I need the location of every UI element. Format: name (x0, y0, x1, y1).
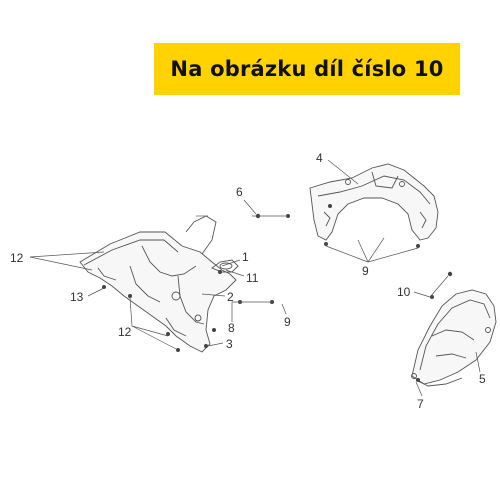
callout-8: 8 (228, 321, 235, 335)
callout-1: 1 (242, 250, 249, 264)
grab-bracket-assembly (309, 163, 439, 241)
callout-10: 10 (397, 285, 411, 299)
callout-2: 2 (227, 290, 234, 304)
callout-4: 4 (316, 151, 323, 165)
callout-9-middle: 9 (284, 315, 291, 329)
callout-11: 11 (246, 271, 259, 285)
callout-12-lower: 12 (118, 325, 132, 339)
callout-7: 7 (417, 397, 424, 411)
callout-12-upper: 12 (10, 251, 24, 265)
highlight-banner: Na obrázku díl číslo 10 (154, 43, 460, 95)
callout-3: 3 (226, 337, 233, 351)
callout-13: 13 (70, 290, 84, 304)
callout-6: 6 (236, 185, 243, 199)
inner-fender-assembly (411, 289, 497, 387)
banner-text: Na obrázku díl číslo 10 (170, 57, 444, 81)
rear-fender-assembly (79, 215, 239, 353)
callout-9-right: 9 (362, 264, 369, 278)
callout-5: 5 (479, 372, 486, 386)
leader-lines (29, 159, 481, 397)
callout-labels: 1 11 2 8 3 6 12 13 12 9 4 9 10 5 7 (10, 151, 486, 411)
